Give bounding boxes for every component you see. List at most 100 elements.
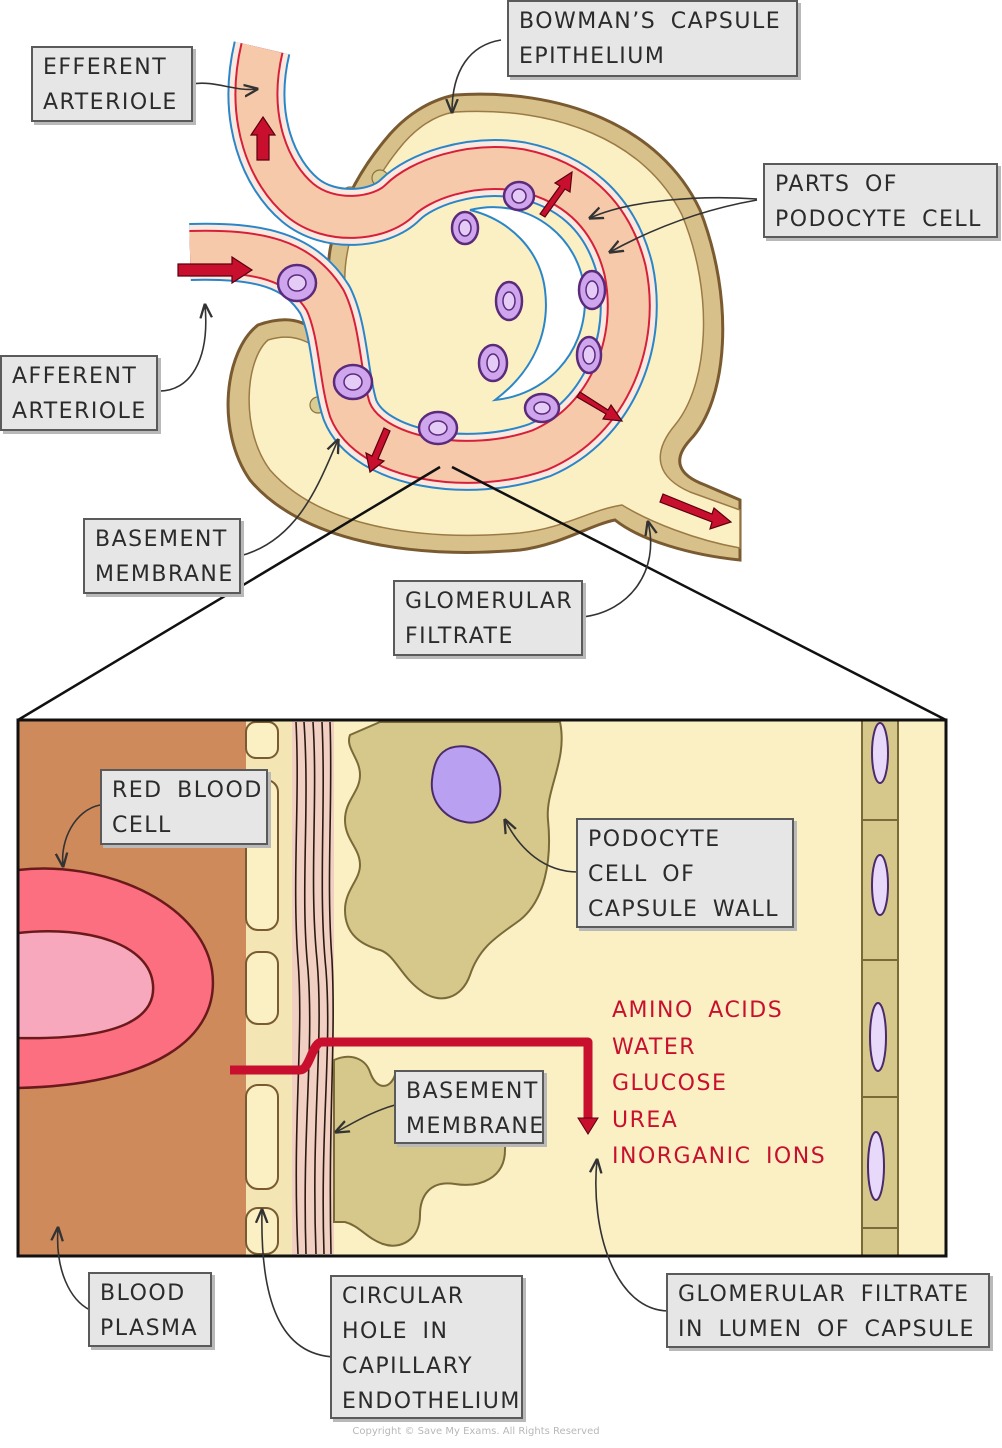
- label-glomerular-filtrate-top: GLOMERULAR FILTRATE: [393, 580, 583, 656]
- filtrate-substance: GLUCOSE: [612, 1071, 728, 1096]
- capsule-cell-nucleus: [871, 722, 889, 784]
- filtration-arrow: [365, 427, 391, 474]
- label-line: PLASMA: [100, 1316, 199, 1341]
- pointer-efferent: [191, 82, 257, 89]
- label-line: IN LUMEN OF CAPSULE: [678, 1317, 975, 1342]
- filtrate-substances-list: AMINO ACIDS WATER GLUCOSE UREA INORGANIC…: [612, 993, 826, 1176]
- zoom-line-right: [451, 465, 947, 722]
- blood-cell-nucleus: [533, 401, 551, 415]
- capsule-wall-dividers: [862, 819, 898, 1229]
- label-line: FILTRATE: [405, 624, 514, 649]
- label-basement-membrane-bottom: BASEMENT MEMBRANE: [394, 1070, 544, 1144]
- filtrate-substance: UREA: [612, 1107, 679, 1133]
- blood-cell-nuclei: [287, 188, 599, 436]
- label-glomerular-filtrate-in-lumen: GLOMERULAR FILTRATE IN LUMEN OF CAPSULE: [666, 1273, 990, 1348]
- pointer-basement-membrane-bottom: [336, 1104, 396, 1132]
- label-line: PODOCYTE CELL: [775, 207, 982, 232]
- label-blood-plasma: BLOOD PLASMA: [88, 1272, 212, 1347]
- label-line: BLOOD: [100, 1281, 186, 1306]
- pointer-podocyte-cell: [505, 820, 579, 873]
- label-line: PARTS OF: [775, 172, 898, 197]
- capsule-cell-nucleus: [867, 1131, 885, 1201]
- pointer-lines: [58, 39, 758, 1358]
- membrane-fibre: [294, 721, 301, 1255]
- label-parts-of-podocyte-cell: PARTS OF PODOCYTE CELL: [763, 163, 998, 238]
- label-line: PODOCYTE: [588, 827, 721, 852]
- label-line: CAPILLARY: [342, 1354, 474, 1379]
- label-line: BASEMENT: [406, 1079, 539, 1104]
- podocyte-cell-body: [343, 721, 563, 1000]
- label-line: GLOMERULAR FILTRATE: [678, 1282, 970, 1307]
- blood-cell-nucleus: [343, 373, 363, 391]
- pointer-podocyte-2: [610, 199, 758, 252]
- label-line: EPITHELIUM: [519, 44, 666, 69]
- pointer-podocyte-1: [590, 196, 758, 218]
- membrane-fibre: [328, 721, 334, 1255]
- blood-cell-nucleus: [458, 219, 472, 237]
- filtrate-substance: AMINO ACIDS: [612, 998, 784, 1023]
- glomerulus-illustration: [177, 41, 742, 562]
- efferent-outflow-arrow: [249, 115, 277, 161]
- pointer-blood-plasma: [58, 1228, 91, 1311]
- endothelium-segment: [245, 951, 279, 1025]
- blood-cell-nucleus: [585, 280, 599, 300]
- membrane-fibre: [321, 721, 329, 1255]
- label-basement-membrane-top: BASEMENT MEMBRANE: [83, 518, 241, 594]
- pointer-basement-membrane-top: [239, 440, 338, 557]
- capsule-cell-nucleus: [869, 1002, 887, 1072]
- label-line: CAPSULE WALL: [588, 897, 780, 922]
- label-red-blood-cell: RED BLOOD CELL: [100, 769, 268, 845]
- blood-cell-nucleus: [486, 353, 500, 373]
- blood-cell-nucleus: [511, 188, 527, 204]
- pointer-glomerular-filtrate-lumen: [596, 1160, 669, 1312]
- label-line: ENDOTHELIUM: [342, 1389, 521, 1414]
- pointer-circular-hole: [262, 1210, 336, 1358]
- label-line: HOLE IN: [342, 1319, 449, 1344]
- pointer-red-blood-cell: [63, 804, 101, 866]
- blood-cell-nucleus: [287, 274, 307, 292]
- pointer-bowmans-capsule: [452, 39, 502, 112]
- filtrate-substance: WATER: [612, 1034, 697, 1060]
- copyright-notice: Copyright © Save My Exams. All Rights Re…: [352, 1426, 600, 1437]
- label-line: BOWMAN’S CAPSULE: [519, 9, 782, 34]
- label-line: BASEMENT: [95, 527, 228, 552]
- label-bowmans-capsule-epithelium: BOWMAN’S CAPSULE EPITHELIUM: [507, 0, 798, 77]
- inner-crescent: [469, 206, 587, 402]
- blood-cell-nucleus: [582, 345, 596, 365]
- membrane-fibre: [303, 721, 311, 1255]
- label-line: CELL: [112, 813, 172, 838]
- capillary-lumen: [189, 43, 649, 482]
- label-efferent-arteriole: EFFERENT ARTERIOLE: [31, 46, 193, 122]
- label-line: AFFERENT: [12, 364, 138, 389]
- label-podocyte-cell-of-capsule-wall: PODOCYTE CELL OF CAPSULE WALL: [576, 818, 794, 928]
- label-line: CELL OF: [588, 862, 696, 887]
- magnified-frame-border: [16, 718, 948, 1258]
- filtration-arrow: [576, 391, 624, 422]
- capsule-cell-nucleus: [871, 854, 889, 916]
- label-line: CIRCULAR: [342, 1284, 465, 1309]
- filtrate-substance: INORGANIC IONS: [612, 1144, 827, 1169]
- endothelium-segment: [245, 721, 279, 759]
- podocyte-nucleus: [430, 745, 502, 824]
- label-line: ARTERIOLE: [43, 90, 178, 115]
- capsule-wall-nuclei: [867, 722, 889, 1201]
- blood-cell-nucleus: [502, 291, 516, 311]
- filtration-path-arrowhead: [577, 1117, 599, 1135]
- label-line: MEMBRANE: [406, 1114, 545, 1139]
- basement-membrane-fibres: [294, 721, 334, 1255]
- label-line: MEMBRANE: [95, 562, 234, 587]
- label-line: EFFERENT: [43, 55, 168, 80]
- flow-arrows: [177, 115, 733, 530]
- label-circular-hole-in-capillary-endothelium: CIRCULAR HOLE IN CAPILLARY ENDOTHELIUM: [330, 1275, 523, 1419]
- filtration-arrow: [539, 170, 573, 218]
- membrane-fibre: [312, 721, 320, 1255]
- magnified-view: [16, 718, 948, 1258]
- pointer-glomerular-filtrate-top: [581, 522, 651, 618]
- pointer-afferent: [157, 305, 206, 392]
- label-line: ARTERIOLE: [12, 399, 147, 424]
- filtration-path-arrow: [230, 1037, 593, 1118]
- afferent-inflow-arrow: [177, 255, 254, 285]
- label-line: RED BLOOD: [112, 778, 263, 803]
- label-afferent-arteriole: AFFERENT ARTERIOLE: [0, 355, 158, 431]
